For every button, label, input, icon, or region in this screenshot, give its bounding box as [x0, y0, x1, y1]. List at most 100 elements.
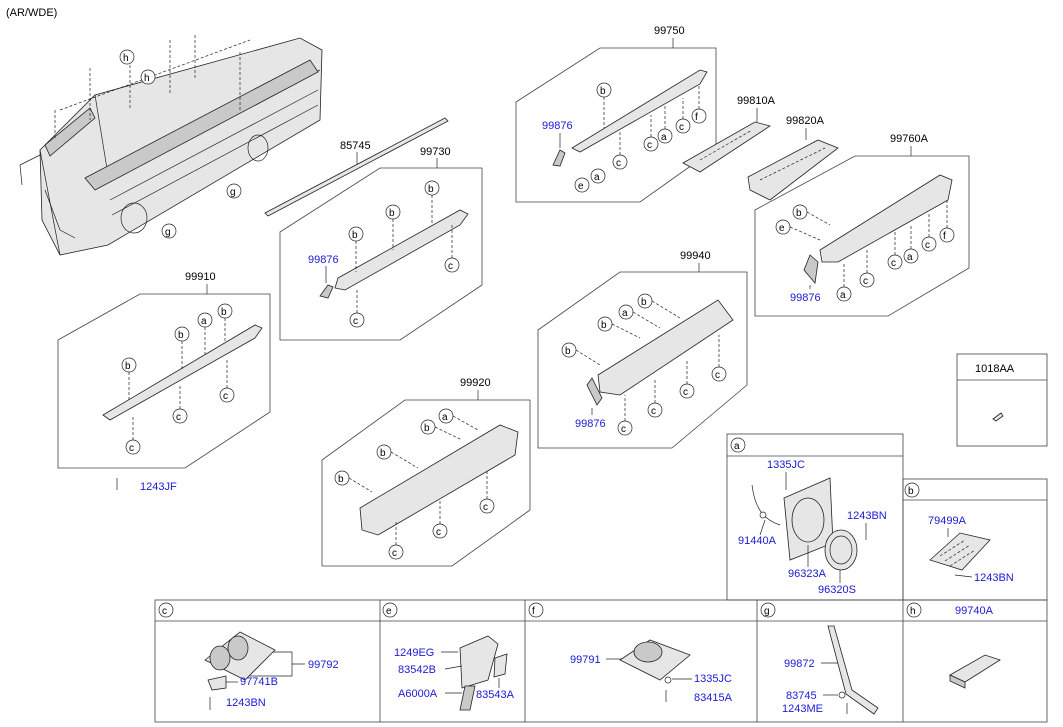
svg-text:b: b — [125, 361, 131, 372]
svg-text:c: c — [651, 406, 656, 417]
svg-text:b: b — [338, 474, 344, 485]
svg-text:c: c — [647, 140, 652, 151]
svg-text:c: c — [891, 258, 896, 269]
svg-text:c: c — [353, 316, 358, 327]
svg-text:c: c — [223, 391, 228, 402]
svg-text:g: g — [165, 227, 171, 238]
group-99760a-label: 99760A — [890, 133, 929, 145]
label-99792[interactable]: 99792 — [308, 659, 339, 671]
svg-text:e: e — [779, 223, 785, 234]
group-99730-label: 99730 — [420, 146, 451, 158]
svg-text:a: a — [622, 308, 628, 319]
svg-text:b: b — [600, 86, 606, 97]
svg-text:e: e — [578, 181, 584, 192]
clip-1018aa — [992, 412, 1004, 422]
svg-text:b: b — [796, 208, 802, 219]
group-99910-box — [57, 284, 271, 469]
label-83542b[interactable]: 83542B — [398, 664, 436, 676]
group-99750-label: 99750 — [654, 25, 685, 37]
detail-c — [158, 602, 174, 618]
group-1018aa-label: 1018AA — [975, 363, 1015, 375]
cap-99740a — [949, 654, 1001, 683]
svg-text:c: c — [176, 412, 181, 423]
svg-text:b: b — [178, 330, 184, 341]
group-99940-box — [537, 263, 748, 449]
svg-text:h: h — [123, 53, 129, 64]
label-a6000a[interactable]: A6000A — [398, 688, 438, 700]
svg-text:f: f — [695, 112, 698, 123]
svg-text:h: h — [910, 606, 916, 617]
bracket-83542b — [459, 635, 499, 689]
svg-text:c: c — [621, 424, 626, 435]
label-1249eg[interactable]: 1249EG — [394, 647, 434, 659]
label-79499a[interactable]: 79499A — [928, 515, 967, 527]
svg-text:c: c — [392, 548, 397, 559]
svg-text:c: c — [679, 122, 684, 133]
label-83543a[interactable]: 83543A — [476, 689, 515, 701]
label-1243bn-c[interactable]: 1243BN — [226, 697, 266, 709]
svg-text:a: a — [201, 316, 207, 327]
detail-h — [906, 602, 922, 618]
svg-text:b: b — [221, 307, 227, 318]
label-1243me[interactable]: 1243ME — [782, 703, 823, 715]
group-99810a-label: 99810A — [737, 95, 776, 107]
label-1335jc-f[interactable]: 1335JC — [694, 673, 732, 685]
svg-text:g: g — [230, 187, 236, 198]
svg-text:b: b — [908, 486, 914, 497]
label-99872[interactable]: 99872 — [784, 658, 815, 670]
svg-text:b: b — [424, 423, 430, 434]
svg-text:c: c — [436, 527, 441, 538]
svg-text:c: c — [715, 370, 720, 381]
label-97741b[interactable]: 97741B — [240, 676, 278, 688]
label-1243bn-b[interactable]: 1243BN — [974, 572, 1014, 584]
svg-text:a: a — [594, 172, 600, 183]
svg-text:c: c — [683, 387, 688, 398]
svg-text:e: e — [386, 606, 392, 617]
group-99920-box — [321, 390, 531, 567]
label-99791[interactable]: 99791 — [570, 654, 601, 666]
label-99876-b[interactable]: 99876 — [542, 120, 573, 132]
bus-illustration — [19, 35, 323, 256]
svg-text:c: c — [162, 606, 167, 617]
svg-text:f: f — [943, 231, 946, 242]
svg-text:f: f — [532, 606, 535, 617]
svg-text:b: b — [641, 297, 647, 308]
svg-text:c: c — [925, 240, 930, 251]
svg-text:b: b — [565, 346, 571, 357]
rail-99810a — [682, 121, 771, 173]
svg-text:h: h — [144, 73, 150, 84]
label-83415a[interactable]: 83415A — [694, 692, 733, 704]
svg-text:b: b — [428, 184, 434, 195]
svg-text:a: a — [734, 441, 740, 452]
group-99910-label: 99910 — [185, 271, 216, 283]
label-99876-d[interactable]: 99876 — [575, 418, 606, 430]
label-91440a[interactable]: 91440A — [738, 535, 777, 547]
svg-text:a: a — [840, 290, 846, 301]
label-99876-a[interactable]: 99876 — [308, 254, 339, 266]
label-1243bn-a[interactable]: 1243BN — [847, 510, 887, 522]
svg-text:g: g — [764, 606, 770, 617]
detail-row — [154, 599, 1048, 723]
panel-99940 — [597, 299, 734, 396]
detail-e — [382, 602, 398, 618]
svg-text:b: b — [389, 208, 395, 219]
label-96323a[interactable]: 96323A — [788, 568, 827, 580]
label-99876-c[interactable]: 99876 — [790, 292, 821, 304]
label-96320s[interactable]: 96320S — [818, 584, 856, 596]
molding-99872 — [827, 625, 879, 715]
label-1243jf[interactable]: 1243JF — [140, 481, 177, 493]
svg-text:b: b — [352, 230, 358, 241]
label-83745[interactable]: 83745 — [786, 690, 817, 702]
label-99740a[interactable]: 99740A — [955, 605, 994, 617]
variant-label: (AR/WDE) — [6, 7, 57, 19]
group-85745-label: 85745 — [340, 140, 371, 152]
svg-text:c: c — [448, 261, 453, 272]
label-1335jc-a[interactable]: 1335JC — [767, 459, 805, 471]
panel-99820a — [747, 139, 839, 201]
group-99940-label: 99940 — [680, 250, 711, 262]
rail-99730 — [334, 209, 469, 291]
group-99760a-box — [754, 146, 970, 317]
svg-text:c: c — [129, 443, 134, 454]
svg-text:b: b — [380, 448, 386, 459]
svg-text:c: c — [616, 158, 621, 169]
